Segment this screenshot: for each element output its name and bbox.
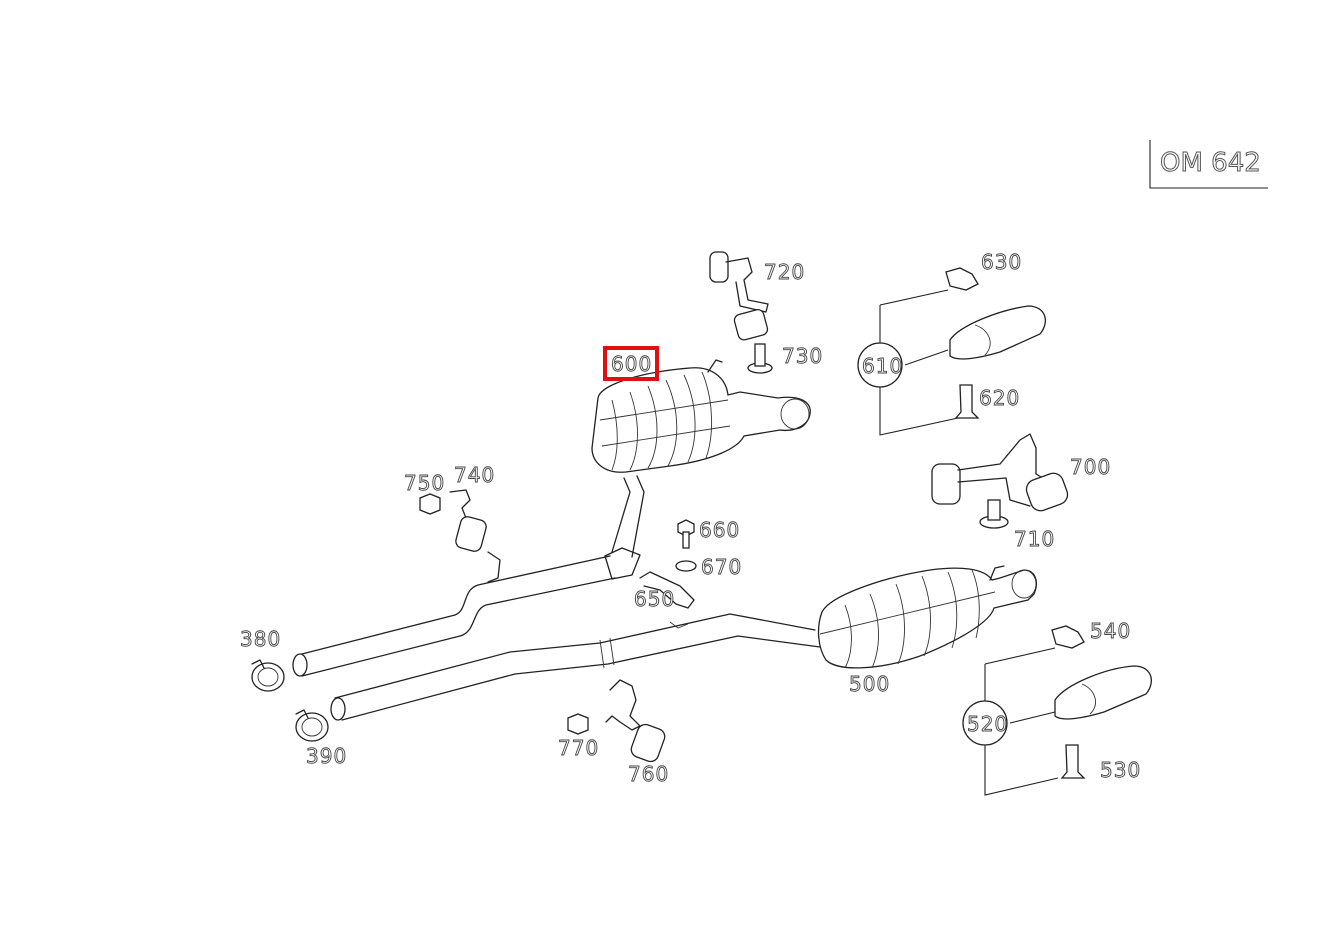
label-730[interactable]: 730 [782, 344, 823, 369]
tailpipe-trim-520 [962, 647, 1152, 796]
label-500[interactable]: 500 [849, 672, 890, 697]
front-exhaust-pipe [292, 475, 645, 677]
rear-muffler-600 [591, 359, 811, 473]
tailpipe-trim-610 [857, 289, 1046, 436]
rear-muffler-500 [817, 565, 1038, 669]
clip-630 [945, 267, 979, 291]
screw-530 [1060, 744, 1086, 779]
engine-code: OM 642 [1160, 148, 1261, 178]
nut-770 [567, 713, 589, 735]
label-600[interactable]: 600 [611, 352, 652, 377]
bolt-730 [747, 343, 773, 374]
label-670[interactable]: 670 [701, 555, 742, 580]
hanger-740 [449, 489, 501, 583]
label-610[interactable]: 610 [862, 354, 903, 379]
clamp-390 [295, 709, 329, 742]
washer-670 [675, 560, 697, 572]
label-530[interactable]: 530 [1100, 758, 1141, 783]
label-390[interactable]: 390 [306, 744, 347, 769]
label-380[interactable]: 380 [240, 627, 281, 652]
nut-750 [419, 493, 441, 515]
bolt-660 [677, 519, 695, 549]
engine-code-box: OM 642 [1149, 140, 1268, 189]
label-700[interactable]: 700 [1070, 455, 1111, 480]
label-750[interactable]: 750 [404, 471, 445, 496]
hanger-720 [709, 251, 769, 341]
label-520[interactable]: 520 [967, 712, 1008, 737]
label-660[interactable]: 660 [699, 518, 740, 543]
hanger-700 [931, 433, 1069, 512]
label-630[interactable]: 630 [981, 250, 1022, 275]
highlighted-label-600[interactable]: 600 [603, 346, 659, 381]
clip-540 [1051, 625, 1085, 649]
hanger-760 [605, 679, 666, 763]
bolt-710 [979, 499, 1009, 529]
clamp-380 [251, 659, 285, 692]
highlight-box [603, 346, 659, 381]
label-760[interactable]: 760 [628, 762, 669, 787]
label-540[interactable]: 540 [1090, 619, 1131, 644]
screw-620 [954, 384, 980, 419]
label-770[interactable]: 770 [558, 736, 599, 761]
label-650[interactable]: 650 [634, 587, 675, 612]
label-710[interactable]: 710 [1014, 527, 1055, 552]
bracket-650 [639, 571, 695, 609]
rear-exhaust-pipe [330, 613, 821, 721]
label-620[interactable]: 620 [979, 386, 1020, 411]
label-720[interactable]: 720 [764, 260, 805, 285]
label-740[interactable]: 740 [454, 463, 495, 488]
